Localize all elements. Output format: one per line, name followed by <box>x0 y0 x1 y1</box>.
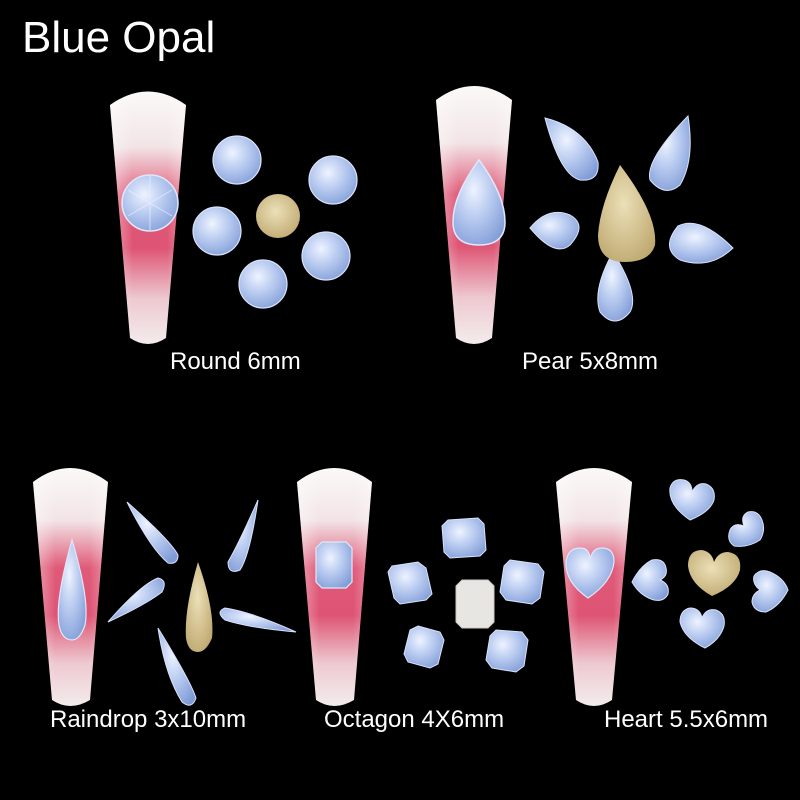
group-raindrop <box>33 468 297 706</box>
label-round: Round 6mm <box>170 348 301 375</box>
heart-gem-on-nail <box>565 547 615 599</box>
round-gems-loose <box>192 135 358 309</box>
pear-gem-on-nail <box>452 158 506 246</box>
round-gem-on-nail <box>121 174 179 232</box>
group-heart <box>556 468 789 706</box>
octagon-gems-loose <box>387 517 545 673</box>
label-heart: Heart 5.5x6mm <box>604 706 769 733</box>
raindrop-gem-on-nail <box>57 537 87 641</box>
group-octagon <box>297 468 545 706</box>
pear-gems-loose <box>529 114 734 322</box>
group-round <box>110 91 358 344</box>
octagon-gem-on-nail <box>315 541 353 589</box>
heart-gems-loose <box>631 479 789 649</box>
raindrop-gems-loose <box>107 499 297 706</box>
label-pear: Pear 5x8mm <box>522 348 659 375</box>
label-raindrop: Raindrop 3x10mm <box>50 706 247 733</box>
page-title: Blue Opal <box>22 13 216 62</box>
label-octagon: Octagon 4X6mm <box>324 706 505 733</box>
group-pear <box>436 86 734 344</box>
